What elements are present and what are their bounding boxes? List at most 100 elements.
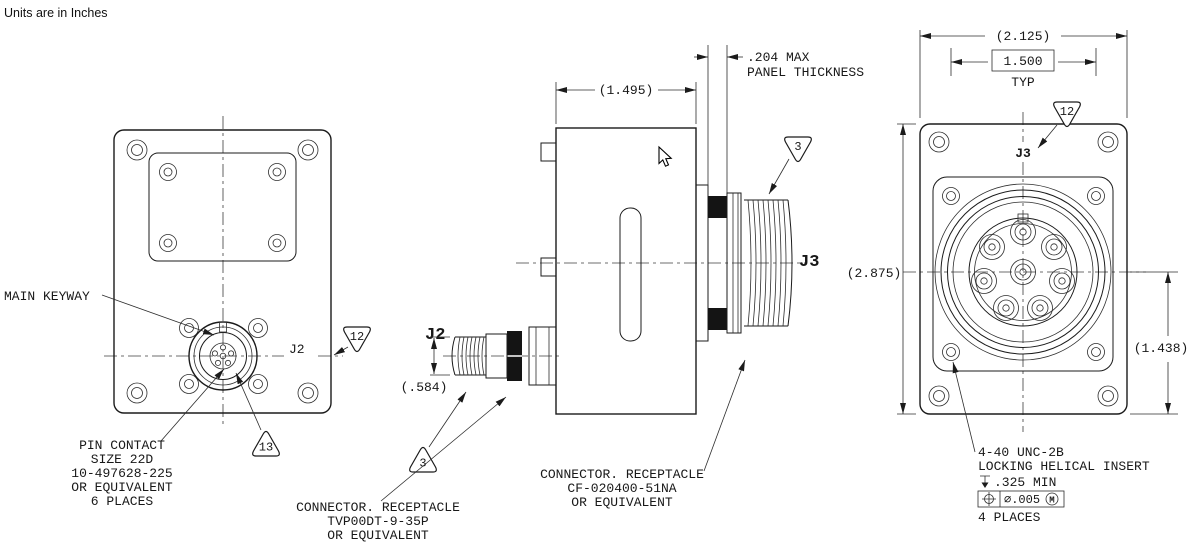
side-j2-label: J2 [425, 326, 445, 345]
svg-text:CONNECTOR. RECEPTACLE: CONNECTOR. RECEPTACLE [296, 500, 460, 515]
side-balloon-3-right-leader [768, 158, 790, 195]
front-balloon-12-leader [333, 346, 349, 356]
panel-lines [707, 45, 728, 196]
front-balloon-13-leader [235, 372, 262, 431]
side-width-dim-text: (1.495) [599, 83, 654, 98]
insert-note: 4-40 UNC-2B LOCKING HELICAL INSERT .325 … [977, 445, 1150, 525]
svg-text:M: M [1049, 496, 1054, 506]
rear-insert-holes [942, 187, 1105, 361]
side-j2-connector [451, 326, 557, 386]
svg-text:OR EQUIVALENT: OR EQUIVALENT [571, 495, 673, 510]
front-plate-outline [113, 129, 332, 414]
side-view: (1.495) .204 MAX PANEL THICKNESS J2 (.58… [296, 45, 864, 543]
svg-text:6 PLACES: 6 PLACES [91, 494, 154, 509]
j2-note-leader [380, 396, 507, 502]
pin-contact-leader [160, 368, 225, 442]
rear-height-dimension: (2.875) [847, 123, 916, 415]
mmc-symbol-icon: M [1045, 492, 1059, 506]
rear-balloon-12-leader [1037, 124, 1058, 149]
j3-threads [747, 199, 787, 327]
places-note-text: 4 PLACES [978, 510, 1041, 525]
svg-text:SIZE 22D: SIZE 22D [91, 452, 154, 467]
units-note: Units are in Inches [4, 6, 108, 20]
side-j3-connector [695, 45, 793, 342]
j3-note-leader [703, 359, 746, 472]
j2-pin-contacts [211, 344, 235, 366]
rear-half-height-dimension: (1.438) [1130, 271, 1189, 415]
svg-text:LOCKING HELICAL INSERT: LOCKING HELICAL INSERT [978, 459, 1150, 474]
svg-text:3: 3 [419, 457, 426, 471]
j3-thread-outline [744, 199, 793, 327]
rear-balloon-12: 12 [1053, 101, 1081, 128]
svg-text:.204 MAX: .204 MAX [747, 50, 810, 65]
svg-text:OR EQUIVALENT: OR EQUIVALENT [71, 480, 173, 495]
j2-threads [457, 336, 485, 376]
j3-connector-face [934, 183, 1112, 361]
depth-symbol-icon [980, 475, 990, 488]
j3-socket-contacts [971, 219, 1075, 321]
side-balloon-3-left: 3 [409, 446, 437, 473]
rear-plate-outline [919, 123, 1128, 415]
main-keyway-label: MAIN KEYWAY [4, 289, 90, 304]
svg-text:OR EQUIVALENT: OR EQUIVALENT [327, 528, 429, 543]
svg-text:10-497628-225: 10-497628-225 [71, 466, 172, 481]
svg-text:13: 13 [259, 441, 273, 455]
j2-thread-outline [451, 336, 486, 376]
front-corner-screws [126, 139, 319, 404]
side-left-tab-mid [540, 257, 557, 277]
front-j2-label: J2 [289, 342, 305, 357]
front-boss-outline [148, 152, 297, 262]
rear-bezel-outline [932, 176, 1114, 372]
side-body-slot [619, 207, 642, 342]
svg-text:12: 12 [350, 330, 364, 344]
side-balloon-3-right: 3 [784, 136, 812, 163]
panel-section-bottom [708, 308, 727, 330]
rear-corner-screws [928, 131, 1119, 407]
depth-value-text: .325 MIN [994, 475, 1056, 490]
front-connector-screws [179, 318, 268, 394]
position-symbol-icon [982, 492, 996, 506]
rear-height-dim-text: (2.875) [847, 266, 902, 281]
basic-dim-box [991, 49, 1055, 72]
front-balloon-12: 12 [343, 326, 371, 353]
pin-contact-note: PIN CONTACT SIZE 22D 10-497628-225 OR EQ… [71, 438, 173, 509]
side-j3-label: J3 [799, 253, 819, 272]
j3-keyway-notch [1017, 213, 1029, 223]
rear-width-dimension: (2.125) [919, 29, 1128, 118]
side-left-tab-top [540, 142, 557, 162]
front-view: MAIN KEYWAY J2 12 13 PIN CONTACT SIZE 22… [4, 116, 371, 509]
svg-text:12: 12 [1060, 105, 1074, 119]
j2-dim-text: (.584) [401, 380, 448, 395]
feature-control-frame: ∅.005 M [977, 490, 1065, 508]
rear-width-dim-text: (2.125) [996, 29, 1051, 44]
rear-pattern-dimension: 1.500 TYP [950, 48, 1097, 90]
side-balloon-3-left-leader [428, 391, 467, 448]
svg-text:PIN CONTACT: PIN CONTACT [79, 438, 165, 453]
main-keyway-notch [219, 321, 227, 333]
svg-text:3: 3 [794, 140, 801, 154]
rear-view: J3 12 (2.125) 1.500 TYP [847, 29, 1189, 525]
j2-note: CONNECTOR. RECEPTACLE TVP00DT-9-35P OR E… [296, 500, 460, 543]
rear-pattern-typ-text: TYP [1011, 75, 1035, 90]
mouse-cursor [658, 145, 673, 167]
front-boss-screws [159, 163, 286, 252]
j2-diameter-dimension: (.584) [401, 336, 450, 395]
svg-text:4-40 UNC-2B: 4-40 UNC-2B [978, 445, 1064, 460]
rear-pattern-dim-text: 1.500 [1003, 54, 1042, 69]
side-width-dimension: (1.495) [555, 82, 697, 124]
fcf-tolerance-text: ∅.005 [1004, 493, 1040, 507]
j3-note: CONNECTOR. RECEPTACLE CF-020400-51NA OR … [540, 467, 704, 510]
insert-note-leader [952, 361, 976, 453]
rear-j3-label: J3 [1015, 146, 1031, 161]
main-keyway-leader [101, 294, 215, 336]
svg-text:TVP00DT-9-35P: TVP00DT-9-35P [327, 514, 429, 529]
front-balloon-13: 13 [252, 430, 280, 457]
svg-text:CF-020400-51NA: CF-020400-51NA [567, 481, 676, 496]
panel-thickness-note: .204 MAX PANEL THICKNESS [694, 50, 864, 80]
rear-half-height-dim-text: (1.438) [1134, 341, 1189, 356]
svg-text:CONNECTOR. RECEPTACLE: CONNECTOR. RECEPTACLE [540, 467, 704, 482]
side-body-outline [555, 127, 697, 415]
svg-text:PANEL THICKNESS: PANEL THICKNESS [747, 65, 864, 80]
